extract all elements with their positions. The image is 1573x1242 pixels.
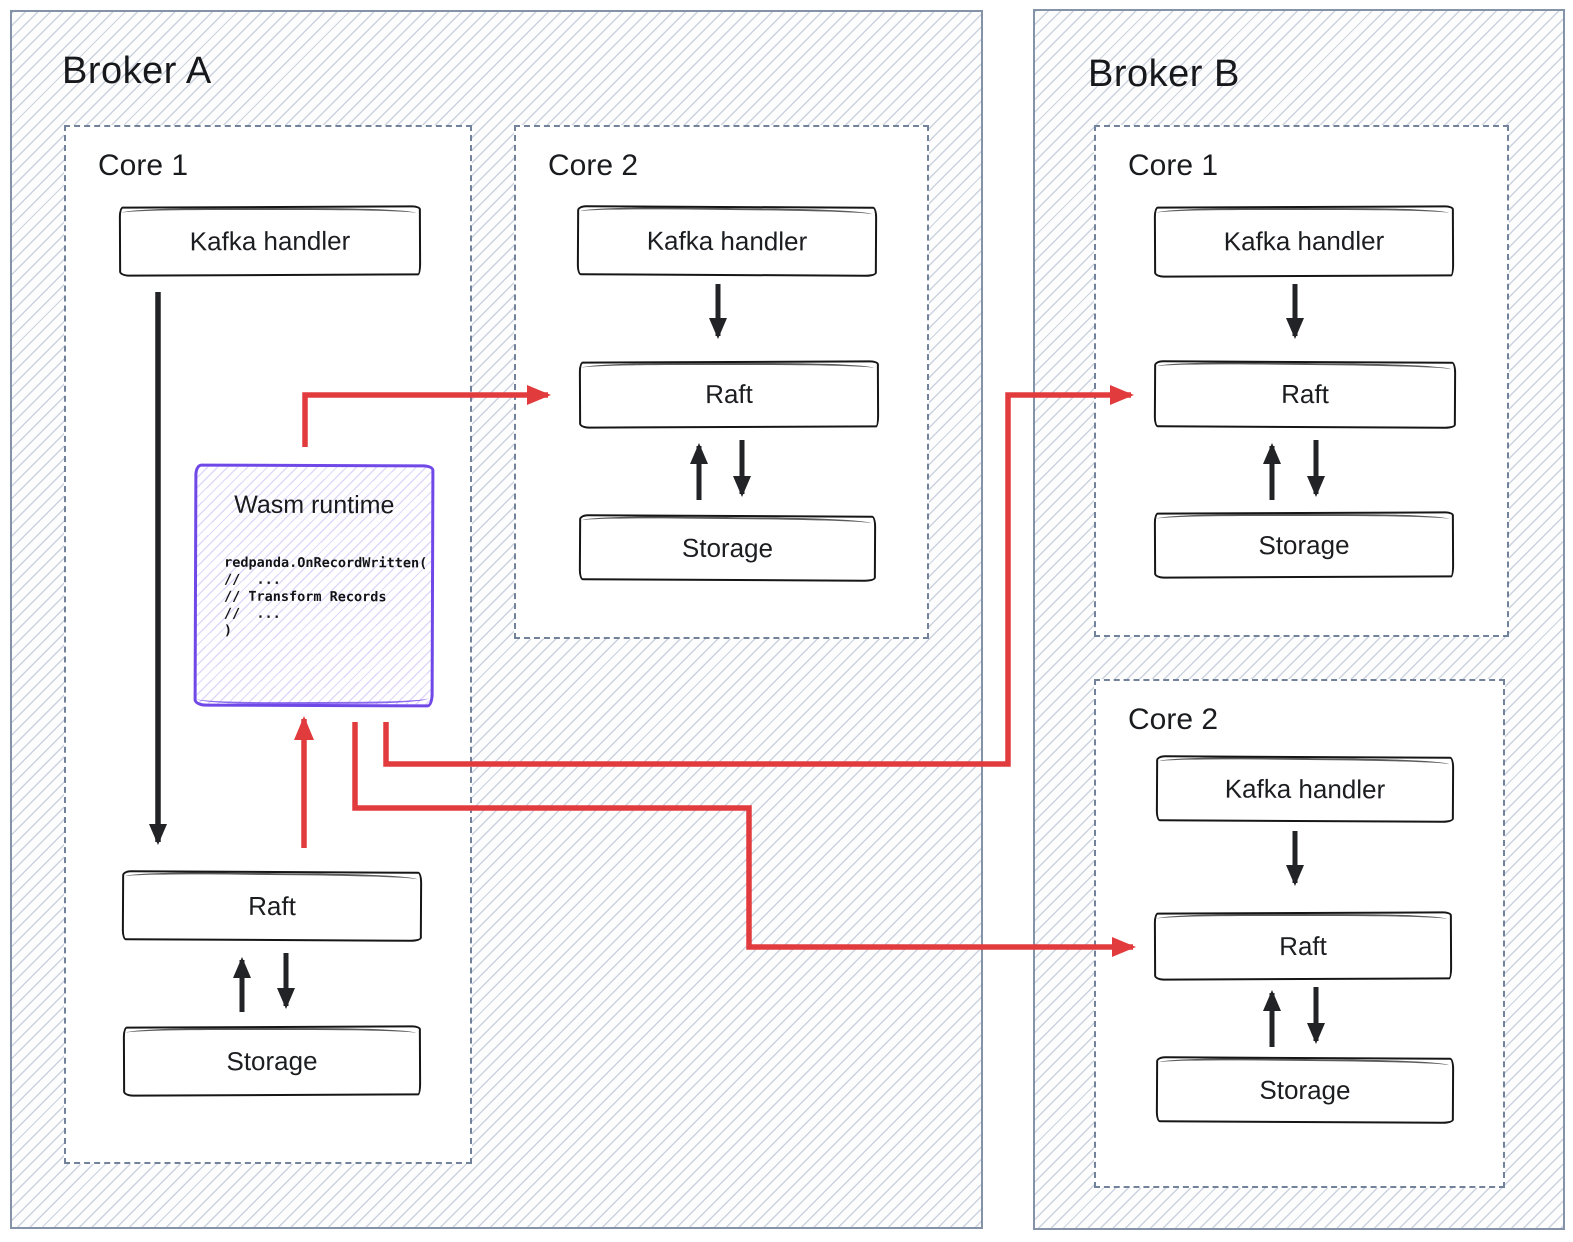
kafka-handler-box: Kafka handler — [118, 205, 422, 277]
kafka-handler-box: Kafka handler — [1153, 205, 1455, 278]
raft-box: Raft — [1153, 911, 1453, 981]
broker-a-core-2-title: Core 2 — [548, 149, 639, 182]
storage-box: Storage — [122, 1025, 422, 1097]
broker-b-core-2: Core 2 Kafka handler Raft Storage — [1094, 679, 1505, 1188]
broker-a-core-1: Core 1 Kafka handler Wasm runtime redpan… — [64, 125, 472, 1164]
broker-a-container: Broker A Core 1 Kafka handler Wasm runti… — [10, 10, 983, 1229]
broker-a-core-2: Core 2 Kafka handler Raft Storage — [514, 125, 929, 639]
kafka-handler-box: Kafka handler — [1155, 755, 1455, 823]
broker-b-container: Broker B Core 1 Kafka handler Raft Stora… — [1033, 9, 1565, 1230]
broker-b-core-2-title: Core 2 — [1128, 703, 1219, 736]
raft-box: Raft — [121, 870, 423, 942]
storage-box: Storage — [578, 514, 877, 582]
wasm-runtime-title: Wasm runtime — [234, 490, 395, 520]
raft-box: Raft — [578, 360, 880, 429]
storage-box: Storage — [1155, 1056, 1455, 1124]
storage-box: Storage — [1153, 511, 1455, 579]
broker-b-core-1-title: Core 1 — [1128, 149, 1219, 182]
broker-a-core-1-title: Core 1 — [98, 149, 189, 182]
wasm-runtime-box: Wasm runtime redpanda.OnRecordWritten( /… — [193, 463, 435, 708]
wasm-runtime-code: redpanda.OnRecordWritten( // ... // Tran… — [223, 554, 428, 639]
broker-b-title: Broker B — [1088, 53, 1240, 95]
broker-b-core-1: Core 1 Kafka handler Raft Storage — [1094, 125, 1509, 637]
raft-box: Raft — [1153, 360, 1457, 429]
broker-a-title: Broker A — [62, 50, 212, 92]
kafka-handler-box: Kafka handler — [576, 205, 878, 277]
